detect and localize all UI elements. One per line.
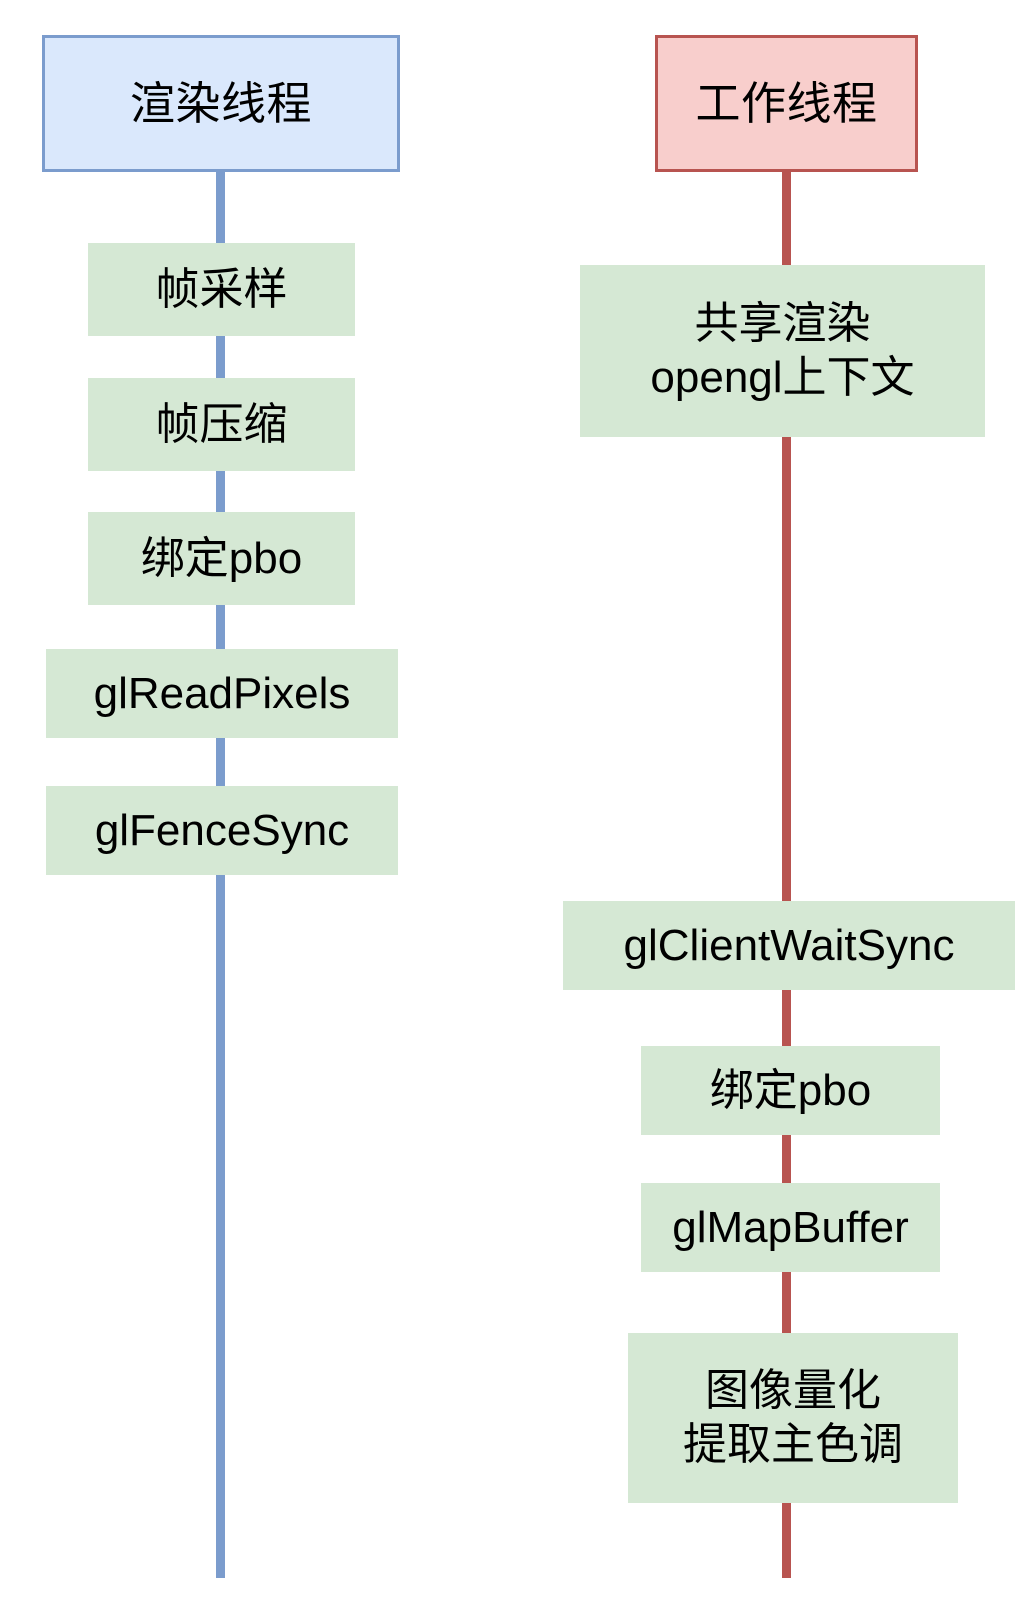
step-label-shared-gl-context: 共享渲染 opengl上下文 (650, 299, 915, 402)
actor-label-worker-thread: 工作线程 (695, 77, 878, 129)
step-box-frame-compress[interactable]: 帧压缩 (88, 378, 355, 471)
step-box-bind-pbo-worker[interactable]: 绑定pbo (641, 1046, 940, 1135)
step-box-gl-map-buffer[interactable]: glMapBuffer (641, 1183, 940, 1272)
step-label-frame-compress: 帧压缩 (155, 399, 288, 449)
step-label-bind-pbo-worker: 绑定pbo (709, 1065, 872, 1115)
actor-box-worker-thread[interactable]: 工作线程 (655, 35, 918, 172)
actor-label-render-thread: 渲染线程 (129, 77, 312, 129)
step-box-frame-sample[interactable]: 帧采样 (88, 243, 355, 336)
step-box-gl-client-wait-sync[interactable]: glClientWaitSync (563, 901, 1015, 990)
actor-box-render-thread[interactable]: 渲染线程 (42, 35, 400, 172)
step-box-shared-gl-context[interactable]: 共享渲染 opengl上下文 (580, 265, 985, 437)
step-label-bind-pbo-render: 绑定pbo (140, 533, 303, 583)
step-label-gl-read-pixels: glReadPixels (93, 668, 351, 718)
step-label-gl-map-buffer: glMapBuffer (672, 1202, 909, 1252)
step-box-bind-pbo-render[interactable]: 绑定pbo (88, 512, 355, 605)
step-box-image-quantize[interactable]: 图像量化 提取主色调 (628, 1333, 958, 1503)
step-box-gl-read-pixels[interactable]: glReadPixels (46, 649, 398, 738)
step-label-gl-client-wait-sync: glClientWaitSync (623, 920, 955, 970)
step-label-image-quantize: 图像量化 提取主色调 (683, 1366, 903, 1469)
step-box-gl-fence-sync[interactable]: glFenceSync (46, 786, 398, 875)
step-label-gl-fence-sync: glFenceSync (94, 805, 350, 855)
lifeline-worker-thread (782, 170, 791, 1578)
step-label-frame-sample: 帧采样 (155, 264, 288, 314)
